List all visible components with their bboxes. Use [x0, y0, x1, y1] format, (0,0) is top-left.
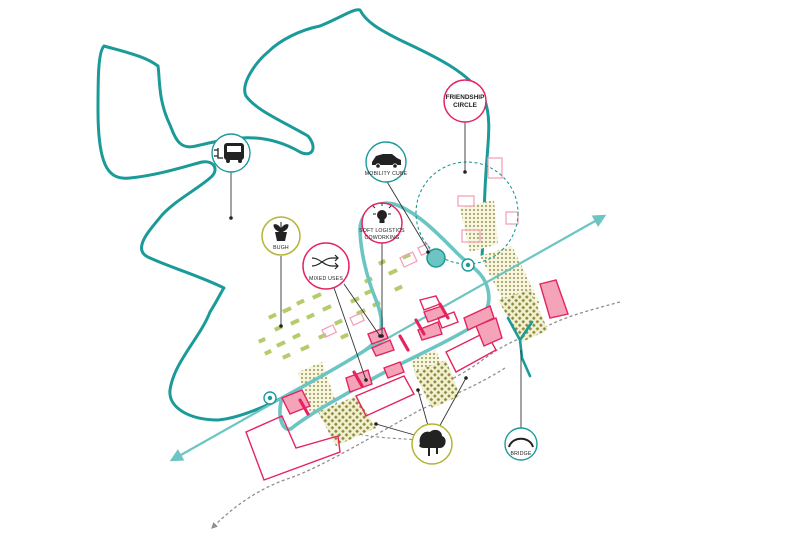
dotted-strip-4 — [460, 200, 498, 252]
soft-logistics-callout[interactable]: SOFT LOGISTICS COWORKING — [359, 202, 405, 244]
friendship-label-1: FRIENDSHIP — [446, 94, 485, 101]
mobility-cube-callout[interactable]: MOBILITY CUBE — [365, 141, 408, 183]
soft-logistics-label-2: COWORKING — [365, 235, 400, 241]
trees-callout[interactable] — [411, 423, 453, 465]
bus-callout[interactable] — [211, 133, 251, 173]
node-marker-left — [263, 391, 277, 405]
leader-dots — [229, 170, 468, 426]
trees-icon — [419, 429, 446, 456]
plant-pot-icon — [273, 222, 289, 241]
bridge-road — [506, 316, 534, 378]
mobility-cube-label: MOBILITY CUBE — [365, 171, 408, 177]
bugh-label: BUGH — [273, 245, 289, 251]
mixed-uses-callout[interactable]: MIXED USES — [302, 242, 350, 290]
car-icon — [372, 154, 401, 169]
bridge-label: BRIDGE — [510, 451, 531, 457]
accent-bars — [298, 302, 450, 416]
lightbulb-icon — [372, 203, 392, 223]
shuffle-arrows-icon — [311, 254, 339, 270]
electric-bus-icon — [214, 143, 244, 163]
mobility-cube-disc — [426, 248, 446, 268]
mixed-uses-label: MIXED USES — [309, 276, 343, 282]
leader-lines — [230, 122, 522, 441]
friendship-label-2: CIRCLE — [453, 102, 478, 109]
friendship-callout[interactable]: FRIENDSHIP CIRCLE — [443, 79, 487, 123]
bridge-arch-icon — [508, 437, 534, 448]
bridge-callout[interactable]: BRIDGE — [504, 427, 538, 461]
node-marker-right — [461, 258, 475, 272]
dashed-path-lower — [211, 367, 506, 529]
soft-logistics-label-1: SOFT LOGISTICS — [359, 228, 405, 234]
bugh-callout[interactable]: BUGH — [261, 216, 301, 256]
